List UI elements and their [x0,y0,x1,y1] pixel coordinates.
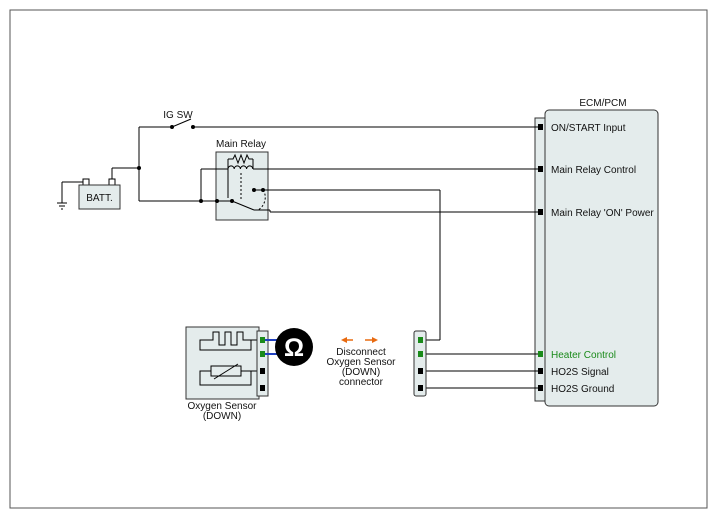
ecm-label-ho2s-ground: HO2S Ground [551,384,614,395]
ecm-label-on-start: ON/START Input [551,123,626,134]
ecm-pin-ho2s-signal [538,368,543,374]
main-relay: Main Relay [215,139,270,221]
ecm-pin-main-relay-on-power [538,209,543,215]
ecm-label-heater-control: Heater Control [551,350,616,361]
oxygen-sensor-label-2: (DOWN) [203,411,241,422]
battery-label: BATT. [86,193,112,204]
ecm-pin-main-relay-control [538,166,543,172]
ecm-label-main-relay-on-power: Main Relay 'ON' Power [551,208,654,219]
instruction-line-3: (DOWN) [342,367,380,378]
ecm-title: ECM/PCM [579,98,626,109]
ohmmeter: Ω [265,328,313,366]
ohmmeter-icon [275,328,313,366]
oxygen-sensor-label-1: Oxygen Sensor [188,401,258,412]
battery-terminal-positive [108,178,116,186]
disconnect-arrow [341,337,378,343]
battery: BATT. [57,178,121,210]
heater-element [199,331,259,351]
instruction-line-4: connector [339,377,384,388]
ecm-label-ho2s-signal: HO2S Signal [551,367,609,378]
relay-resistor [228,153,253,165]
instruction-line-1: Disconnect [336,347,386,358]
ecm-label-main-relay-control: Main Relay Control [551,165,636,176]
oxygen-sensor: Oxygen Sensor (DOWN) [185,326,269,422]
main-relay-label: Main Relay [216,139,266,150]
relay-switch-contact [231,200,255,211]
ig-switch-label: IG SW [163,110,193,121]
instruction-line-2: Oxygen Sensor [327,357,397,368]
ecm-pcm-module: ECM/PCM ON/START Input Main Relay Contro… [534,98,659,407]
ecm-pin-ho2s-ground [538,385,543,391]
harness-connector [413,330,427,397]
oxygen-sensor-body [185,326,260,400]
ecm-pin-on-start [538,124,543,130]
oxygen-sensor-connector [256,330,269,397]
wiring [111,118,538,389]
ohm-symbol: Ω [284,334,304,362]
ecm-body [544,109,659,407]
relay-coil [227,165,254,170]
battery-terminal-negative [82,178,90,186]
ig-switch-blade [171,118,192,128]
ecm-pin-heater-control [538,351,543,357]
battery-body [78,184,121,210]
